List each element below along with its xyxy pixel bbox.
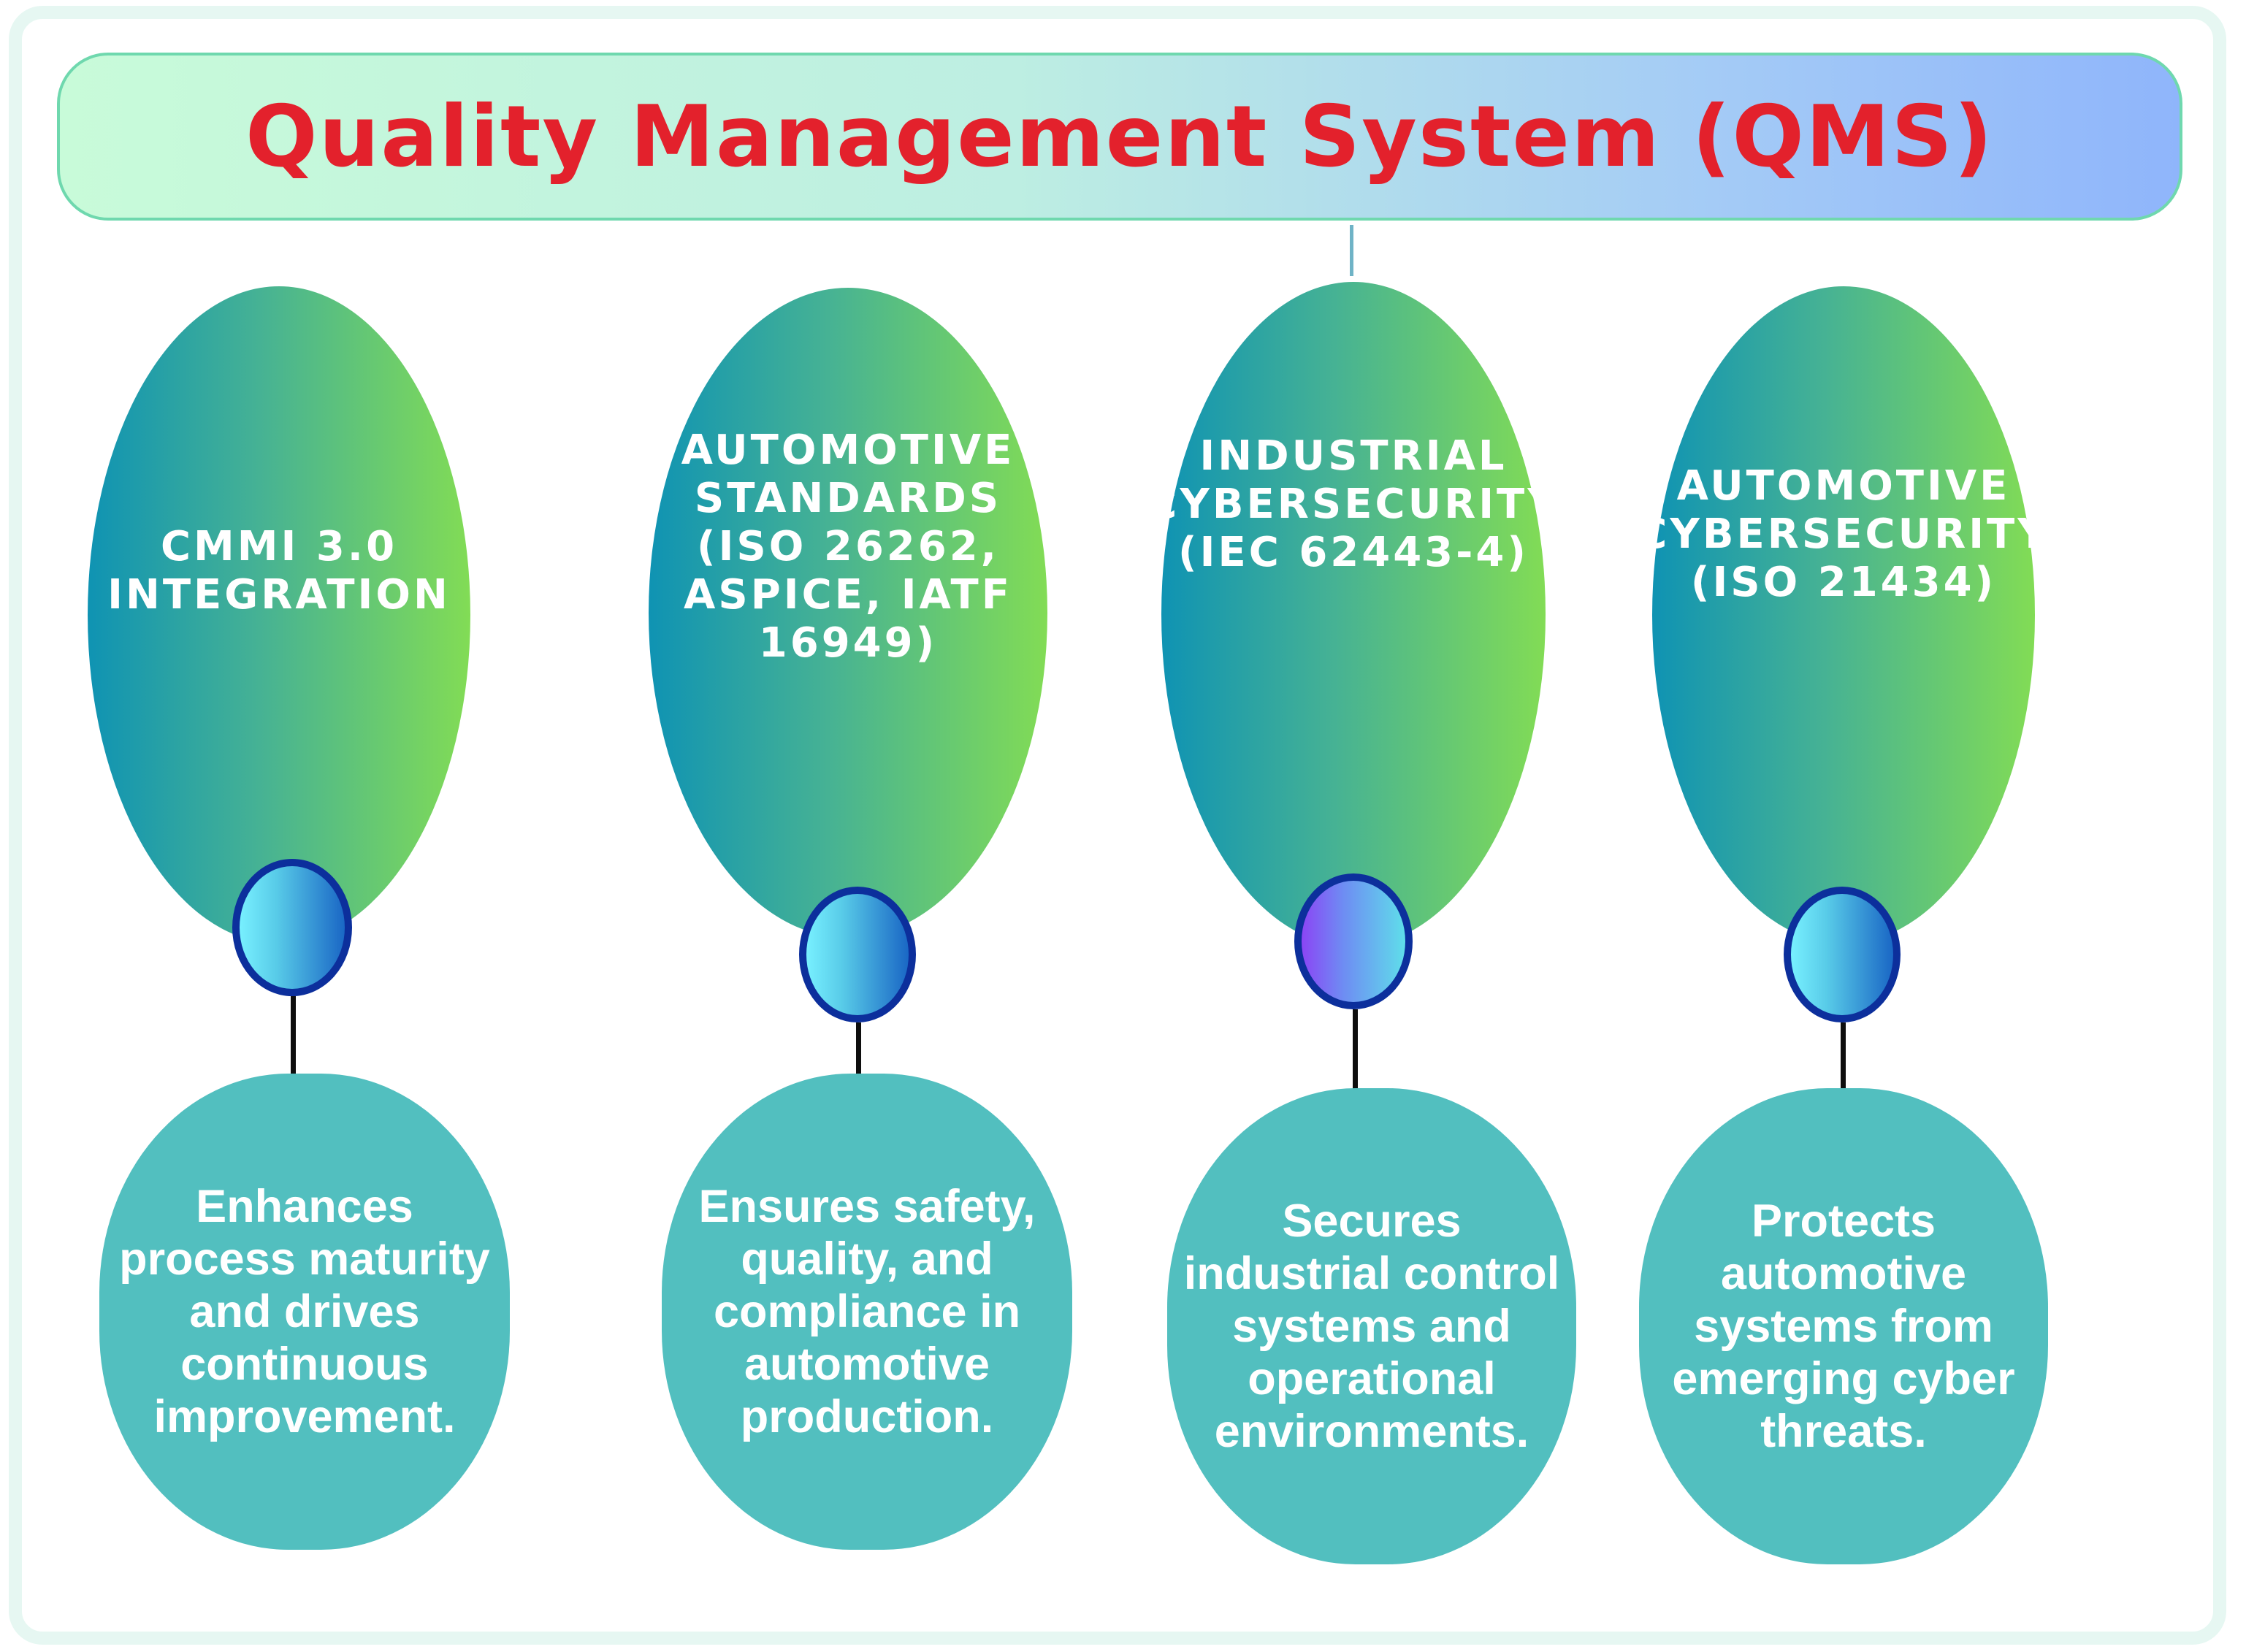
description-box: Protects automotive systems from emergin… xyxy=(1639,1088,2048,1564)
oval-automotive-cybersecurity: AUTOMOTIVE CYBERSECURITY (ISO 21434) xyxy=(1637,286,2047,944)
oval-heading: CMMI 3.0 INTEGRATION xyxy=(107,523,451,619)
oval-automotive-standards: AUTOMOTIVE STANDARDS (ISO 26262, ASPICE,… xyxy=(649,288,1047,938)
oval-heading: INDUSTRIAL CYBERSECURITY (IEC 62443-4) xyxy=(1147,432,1560,576)
oval-heading: AUTOMOTIVE CYBERSECURITY (ISO 21434) xyxy=(1637,462,2050,606)
diagram-title: Quality Management System (QMS) xyxy=(245,87,1994,186)
oval-cmmi: CMMI 3.0 INTEGRATION xyxy=(88,286,470,944)
description-box: Ensures safety, quality, and compliance … xyxy=(662,1074,1072,1550)
node-circle xyxy=(1784,887,1901,1022)
node-circle xyxy=(799,887,916,1022)
title-connector xyxy=(1350,225,1353,276)
description-text: Enhances process maturity and drives con… xyxy=(119,1181,490,1442)
connector-line xyxy=(1841,1022,1846,1095)
description-box: Secures industrial control systems and o… xyxy=(1167,1088,1576,1564)
connector-line xyxy=(856,1022,861,1077)
oval-heading: AUTOMOTIVE STANDARDS (ISO 26262, ASPICE,… xyxy=(681,427,1015,667)
description-text: Secures industrial control systems and o… xyxy=(1183,1196,1560,1457)
connector-line xyxy=(291,996,296,1077)
description-text: Ensures safety, quality, and compliance … xyxy=(698,1181,1036,1442)
description-text: Protects automotive systems from emergin… xyxy=(1672,1196,2015,1457)
title-banner: Quality Management System (QMS) xyxy=(57,53,2182,221)
description-box: Enhances process maturity and drives con… xyxy=(99,1074,510,1550)
connector-line xyxy=(1353,1009,1358,1090)
node-circle xyxy=(232,859,352,996)
node-circle xyxy=(1294,873,1413,1009)
oval-industrial-cybersecurity: INDUSTRIAL CYBERSECURITY (IEC 62443-4) xyxy=(1147,282,1557,947)
